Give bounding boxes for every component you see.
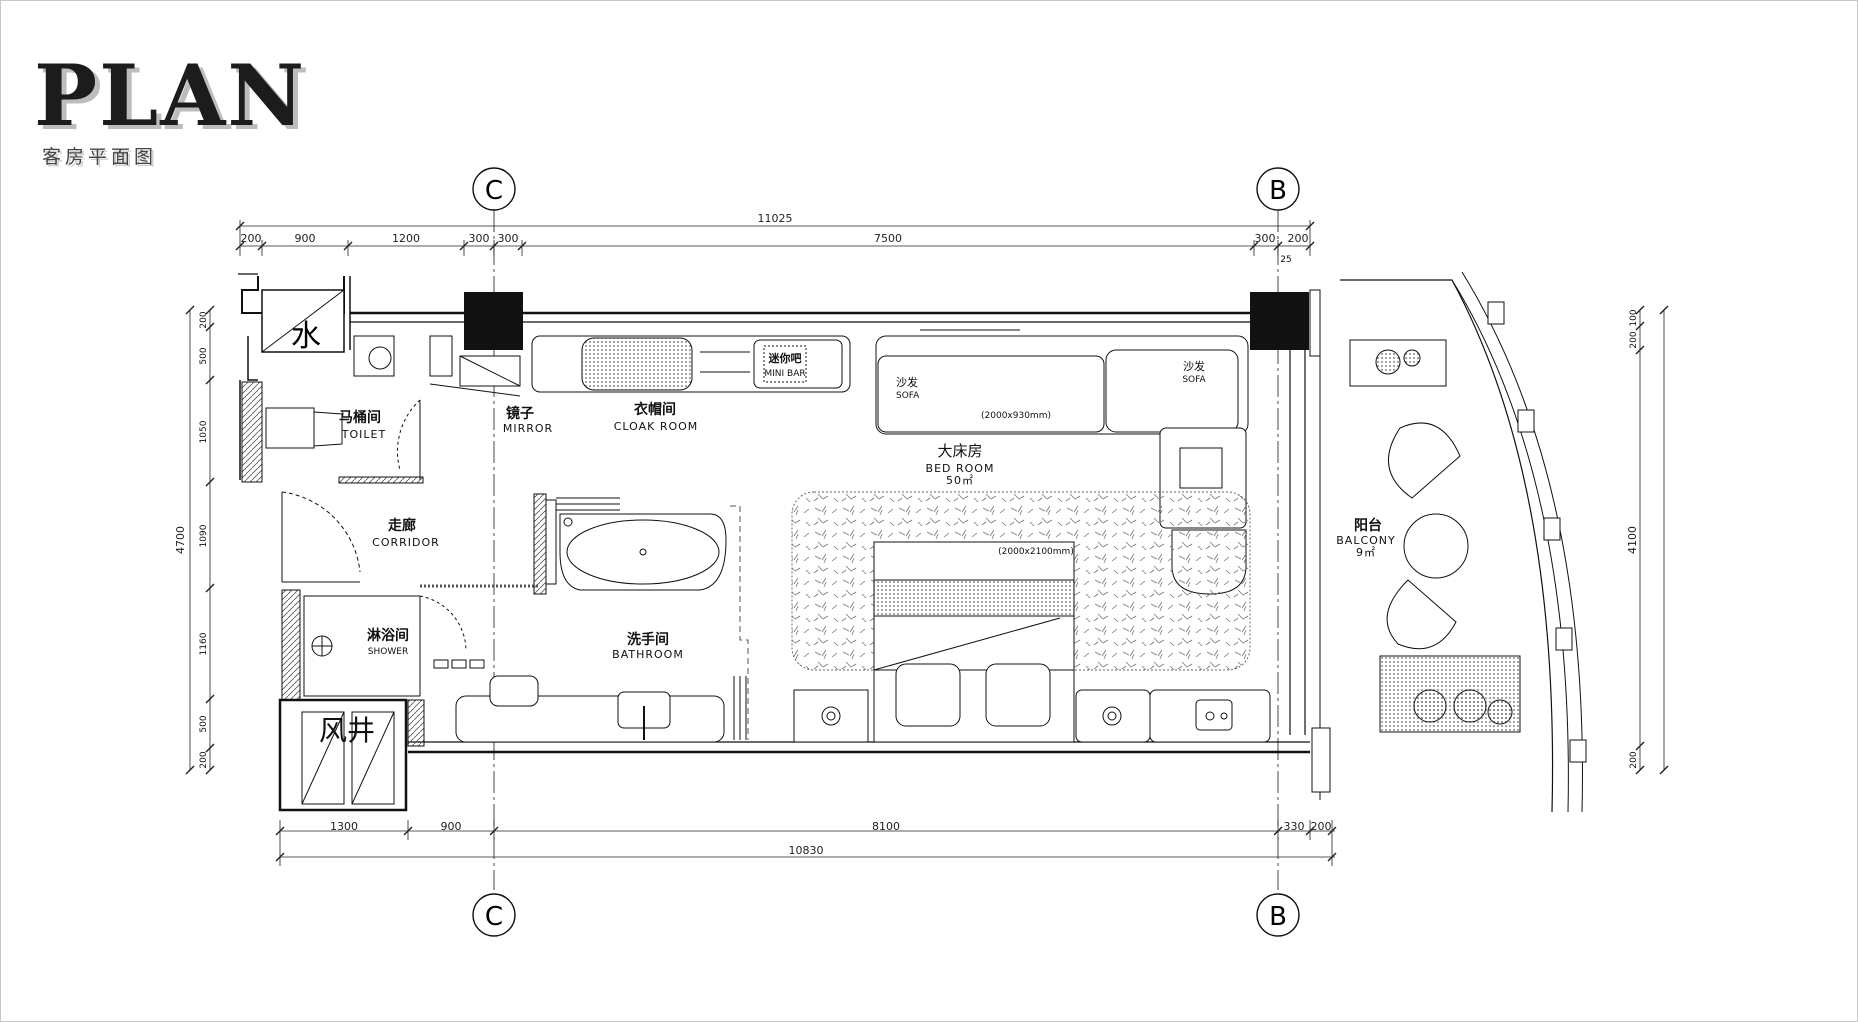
structural-column-left [464,292,523,350]
bed [873,541,1075,743]
label-bed-size: (2000x2100mm) [998,547,1074,557]
svg-text:500: 500 [199,715,209,732]
top-dimension-chain [235,220,1315,256]
label-shower-cn: 淋浴间 [367,627,409,644]
label-shower-en: SHOWER [368,647,408,657]
label-mirror-en: MIRROR [503,422,553,435]
axis-bubble-b-top: B [1256,167,1300,211]
bottom-dimension-chain [275,820,1337,866]
svg-text:200: 200 [199,311,209,328]
shower-area [303,595,485,697]
label-cloak-cn: 衣帽间 [634,401,676,418]
label-bedroom-en: BED ROOM [926,462,995,475]
vanity-counter [455,675,747,743]
bathtub [533,493,727,595]
nightstands [793,689,1271,743]
svg-text:C: C [485,902,503,932]
dim-top-total: 11025 [758,212,793,225]
svg-text:100: 100 [1629,309,1639,326]
svg-text:1090: 1090 [199,524,209,547]
balcony-furniture [1375,349,1513,725]
mirror-cabinet [429,335,521,397]
label-sofa1-cn: 沙发 [896,375,918,389]
svg-text:C: C [485,176,503,206]
hatched-wall-shaft [407,699,425,747]
label-bedroom-cn: 大床房 [937,442,982,460]
svg-text:330: 330 [1284,820,1305,833]
svg-text:风井: 风井 [319,714,375,747]
toilet-door[interactable] [397,399,421,480]
svg-text:1200: 1200 [392,232,420,245]
label-corridor-cn: 走廊 [388,517,416,534]
svg-text:300: 300 [498,232,519,245]
water-shaft: 水 [261,289,345,354]
dim-bottom-values: 1300 900 8100 330 200 10830 [330,820,1332,857]
axis-bubble-c-top: C [472,167,516,211]
svg-text:300: 300 [1255,232,1276,245]
svg-text:B: B [1269,176,1287,206]
svg-text:200: 200 [1629,751,1639,768]
svg-text:4100: 4100 [1626,526,1639,554]
label-balcony-cn: 阳台 [1354,517,1382,534]
dim-top-values: 200 900 1200 300 300 7500 300 200 25 [241,232,1309,265]
svg-text:水: 水 [291,319,321,354]
label-sofa-size: (2000x930mm) [981,411,1051,421]
toilet-fixture [265,335,424,484]
label-sofa1-en: SOFA [896,391,920,401]
svg-text:25: 25 [1280,255,1291,265]
left-dimension-chain [185,305,215,775]
plan-subtitle: 客房平面图 [42,146,158,168]
label-mirror-cn: 镜子 [506,405,534,422]
svg-text:200: 200 [1311,820,1332,833]
dim-right-values: 4100 100 200 200 [1626,309,1639,768]
cloak-wardrobe [531,335,851,393]
svg-text:4700: 4700 [174,526,187,554]
facade-brackets [1487,301,1587,763]
label-bathroom-en: BATHROOM [612,648,684,661]
label-balcony-area: 9㎡ [1356,546,1376,559]
axis-bubble-b-bottom: B [1256,893,1300,937]
dim-bottom-total: 10830 [789,844,824,857]
svg-text:B: B [1269,902,1287,932]
plan-title: PLAN [34,46,307,145]
right-dimension-chain [1635,305,1669,775]
label-minibar-cn: 迷你吧 [768,351,802,365]
label-toilet-cn: 马桶间 [339,409,381,426]
svg-text:200: 200 [199,751,209,768]
sofa-main [875,329,1249,435]
column-cladding [1309,289,1321,357]
svg-text:500: 500 [199,347,209,364]
bathroom-partition [730,505,749,740]
label-toilet-en: TOILET [341,428,386,441]
svg-text:200: 200 [241,232,262,245]
hatched-wall-toilet [241,381,263,483]
svg-text:900: 900 [295,232,316,245]
bathtub-faucet [556,497,620,511]
entry-door[interactable] [281,491,361,583]
label-minibar-en: MINI BAR [764,369,805,379]
svg-text:300: 300 [469,232,490,245]
wind-shaft: 风井 [278,698,408,812]
label-bathroom-cn: 洗手间 [627,631,669,648]
svg-text:8100: 8100 [872,820,900,833]
label-bedroom-area: 50㎡ [946,474,974,487]
dim-left-values: 4700 200 500 1050 1090 1160 500 200 [174,311,209,768]
label-balcony-en: BALCONY [1336,534,1396,547]
svg-text:200: 200 [1288,232,1309,245]
label-cloak-en: CLOAK ROOM [614,420,699,433]
hatched-wall-shower [281,589,301,701]
svg-text:900: 900 [441,820,462,833]
svg-text:200: 200 [1629,331,1639,348]
svg-text:1300: 1300 [330,820,358,833]
label-sofa2-cn: 沙发 [1183,359,1205,373]
title-block: PLAN 客房平面图 [34,54,306,169]
structural-column-right [1250,292,1309,350]
svg-text:1160: 1160 [199,632,209,655]
label-corridor-en: CORRIDOR [372,536,440,549]
svg-text:7500: 7500 [874,232,902,245]
label-sofa2-en: SOFA [1182,375,1206,385]
svg-text:1050: 1050 [199,420,209,443]
axis-bubble-c-bottom: C [472,893,516,937]
